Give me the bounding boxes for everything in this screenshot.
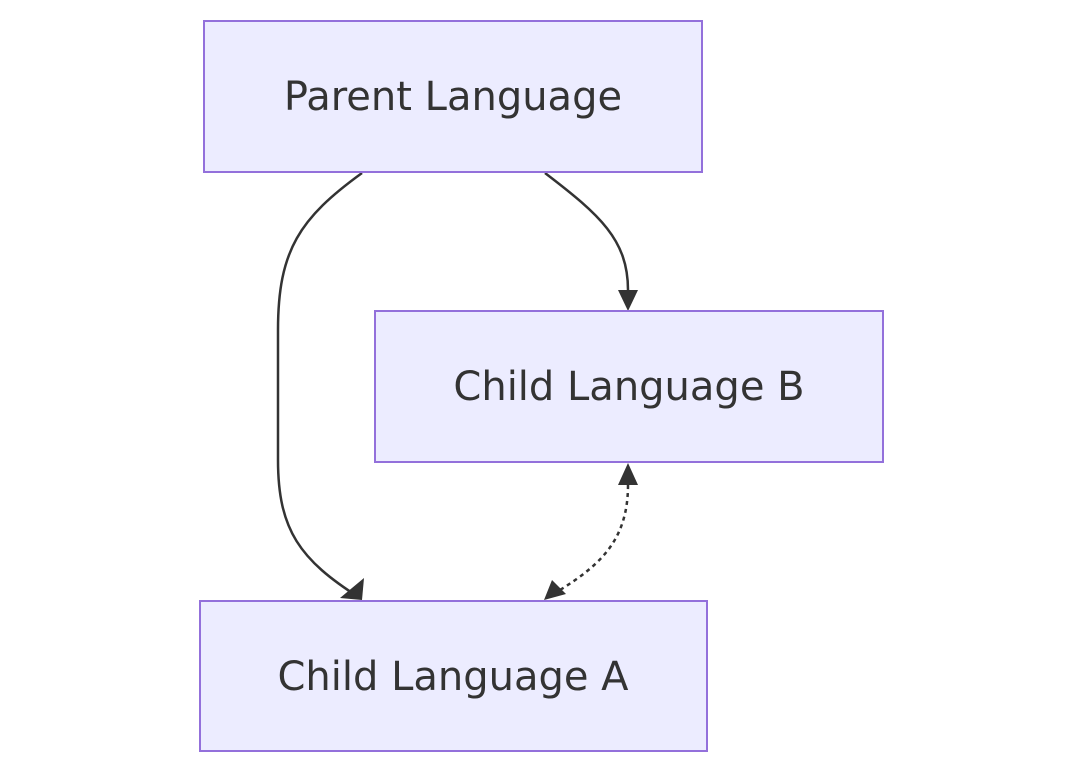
arrowhead-child-a-right bbox=[544, 580, 566, 600]
arrowhead-child-a-left bbox=[340, 578, 364, 600]
node-parent-language-label: Parent Language bbox=[284, 74, 622, 120]
arrowhead-child-b-bottom bbox=[618, 463, 638, 485]
node-parent-language: Parent Language bbox=[203, 20, 703, 173]
node-child-language-b: Child Language B bbox=[374, 310, 884, 463]
node-child-language-a: Child Language A bbox=[199, 600, 708, 752]
edge-parent-to-child-a bbox=[276, 171, 363, 600]
node-child-language-b-label: Child Language B bbox=[453, 364, 804, 410]
edge-child-b-to-child-a bbox=[559, 484, 630, 592]
arrowhead-child-b bbox=[618, 290, 638, 311]
node-child-language-a-label: Child Language A bbox=[277, 654, 629, 700]
edge-parent-to-child-b bbox=[544, 172, 630, 291]
